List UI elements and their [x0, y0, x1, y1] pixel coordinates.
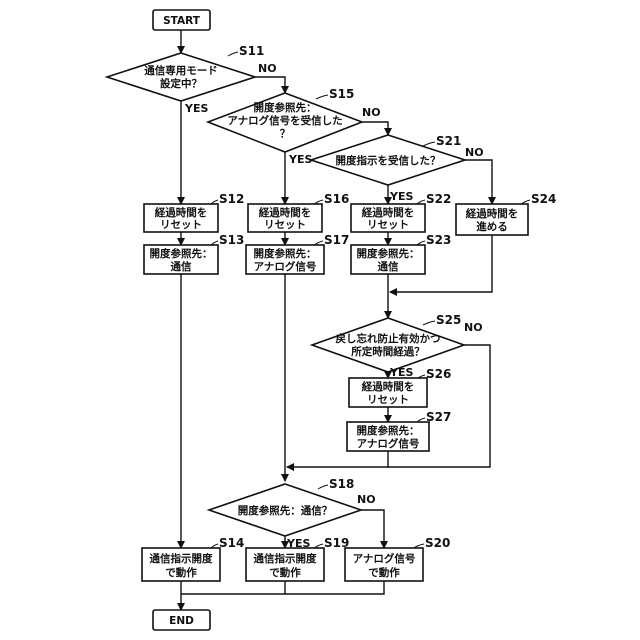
step-label-s27: S27	[426, 410, 451, 424]
terminal-end: END	[153, 610, 210, 630]
branch-s11-yes: YES	[184, 102, 208, 115]
step-label-s26: S26	[426, 367, 451, 381]
decision-s21-line1: 開度指示を受信した？	[336, 154, 441, 167]
branch-s21-yes: YES	[389, 190, 413, 203]
decision-s11-line2: 設定中？	[160, 77, 202, 90]
process-s20-line1: アナログ信号	[353, 552, 416, 565]
process-s26-line2: リセット	[367, 394, 409, 406]
process-s16-line2: リセット	[264, 219, 306, 231]
step-label-s12: S12	[219, 192, 244, 206]
process-s13-line2: 通信	[171, 260, 192, 273]
branch-s11-no: NO	[258, 62, 277, 75]
step-label-s20: S20	[425, 536, 450, 550]
process-s24: 経過時間を 進める	[456, 204, 528, 235]
decision-s11-line1: 通信専用モード	[144, 64, 218, 77]
decision-s25-line2: 所定時間経過？	[351, 345, 425, 358]
branch-s15-no: NO	[362, 106, 381, 119]
process-s14-line2: で動作	[165, 566, 197, 579]
leader-s15	[316, 95, 328, 99]
process-s23: 開度参照先： 通信	[351, 245, 425, 274]
decision-s18: 開度参照先：通信？	[209, 484, 361, 536]
edge-s19-end	[181, 581, 285, 594]
branch-s18-no: NO	[357, 493, 376, 506]
process-s23-line1: 開度参照先：	[357, 247, 420, 260]
process-s12: 経過時間を リセット	[144, 204, 218, 232]
step-label-s23: S23	[426, 233, 451, 247]
process-s27-line1: 開度参照先：	[357, 424, 420, 437]
process-s24-line2: 進める	[476, 220, 508, 233]
decision-s18-line1: 開度参照先：通信？	[238, 504, 333, 517]
decision-s11: 通信専用モード 設定中？	[107, 53, 255, 101]
process-s26-line1: 経過時間を	[362, 380, 415, 393]
step-label-s25: S25	[436, 313, 461, 327]
decision-s15-line3: ？	[280, 128, 291, 140]
process-s12-line1: 経過時間を	[155, 206, 208, 219]
edge-s11-s15	[255, 77, 285, 93]
step-label-s13: S13	[219, 233, 244, 247]
leader-s25	[423, 321, 435, 325]
leader-s21	[423, 142, 435, 146]
process-s20-line2: で動作	[368, 566, 400, 579]
process-s19-line1: 通信指示開度	[254, 552, 317, 565]
process-s14-line1: 通信指示開度	[150, 552, 213, 565]
branch-s25-no: NO	[464, 321, 483, 334]
process-s27: 開度参照先： アナログ信号	[347, 422, 429, 451]
step-label-s21: S21	[436, 134, 461, 148]
leader-s11	[228, 52, 238, 56]
process-s16: 経過時間を リセット	[248, 204, 322, 232]
process-s22-line2: リセット	[367, 219, 409, 231]
process-s20: アナログ信号 で動作	[345, 548, 423, 581]
process-s17: 開度参照先： アナログ信号	[246, 245, 324, 274]
branch-s21-no: NO	[465, 146, 484, 159]
edge-s15-s21	[362, 122, 388, 135]
process-s17-line2: アナログ信号	[254, 260, 317, 273]
step-label-s18: S18	[329, 477, 354, 491]
branch-s18-yes: YES	[286, 537, 310, 550]
terminal-start-label: START	[163, 15, 201, 27]
terminal-end-label: END	[169, 615, 194, 627]
edge-s27-merge	[287, 451, 388, 467]
process-s12-line2: リセット	[160, 219, 202, 231]
process-s24-line1: 経過時間を	[466, 207, 519, 220]
process-s19-line2: で動作	[269, 566, 301, 579]
step-label-s15: S15	[329, 87, 354, 101]
step-label-s17: S17	[324, 233, 349, 247]
step-label-s11: S11	[239, 44, 264, 58]
process-s27-line2: アナログ信号	[357, 437, 420, 450]
branch-s15-yes: YES	[288, 153, 312, 166]
step-label-s14: S14	[219, 536, 244, 550]
branch-s25-yes: YES	[389, 366, 413, 379]
edge-s20-end	[285, 581, 384, 594]
process-s17-line1: 開度参照先：	[254, 247, 317, 260]
edge-s18-s20	[361, 510, 384, 548]
decision-s15: 開度参照先： アナログ信号を受信した ？	[208, 93, 362, 152]
process-s23-line2: 通信	[378, 260, 399, 273]
process-s19: 通信指示開度 で動作	[246, 548, 324, 581]
decision-s15-line2: アナログ信号を受信した	[227, 114, 342, 127]
edge-s21-s24	[465, 160, 492, 204]
step-label-s24: S24	[531, 192, 556, 206]
process-s22-line1: 経過時間を	[362, 206, 415, 219]
process-s22: 経過時間を リセット	[351, 204, 425, 232]
process-s13: 開度参照先： 通信	[144, 245, 218, 274]
leader-s18	[318, 485, 328, 489]
step-label-s16: S16	[324, 192, 349, 206]
decision-s25-line1: 戻し忘れ防止有効かつ	[335, 332, 441, 345]
decision-s15-line1: 開度参照先：	[254, 101, 317, 114]
process-s16-line1: 経過時間を	[259, 206, 312, 219]
step-label-s19: S19	[324, 536, 349, 550]
process-s13-line1: 開度参照先：	[150, 247, 213, 260]
step-label-s22: S22	[426, 192, 451, 206]
terminal-start: START	[153, 10, 210, 30]
process-s14: 通信指示開度 で動作	[142, 548, 220, 581]
process-s26: 経過時間を リセット	[349, 378, 427, 407]
